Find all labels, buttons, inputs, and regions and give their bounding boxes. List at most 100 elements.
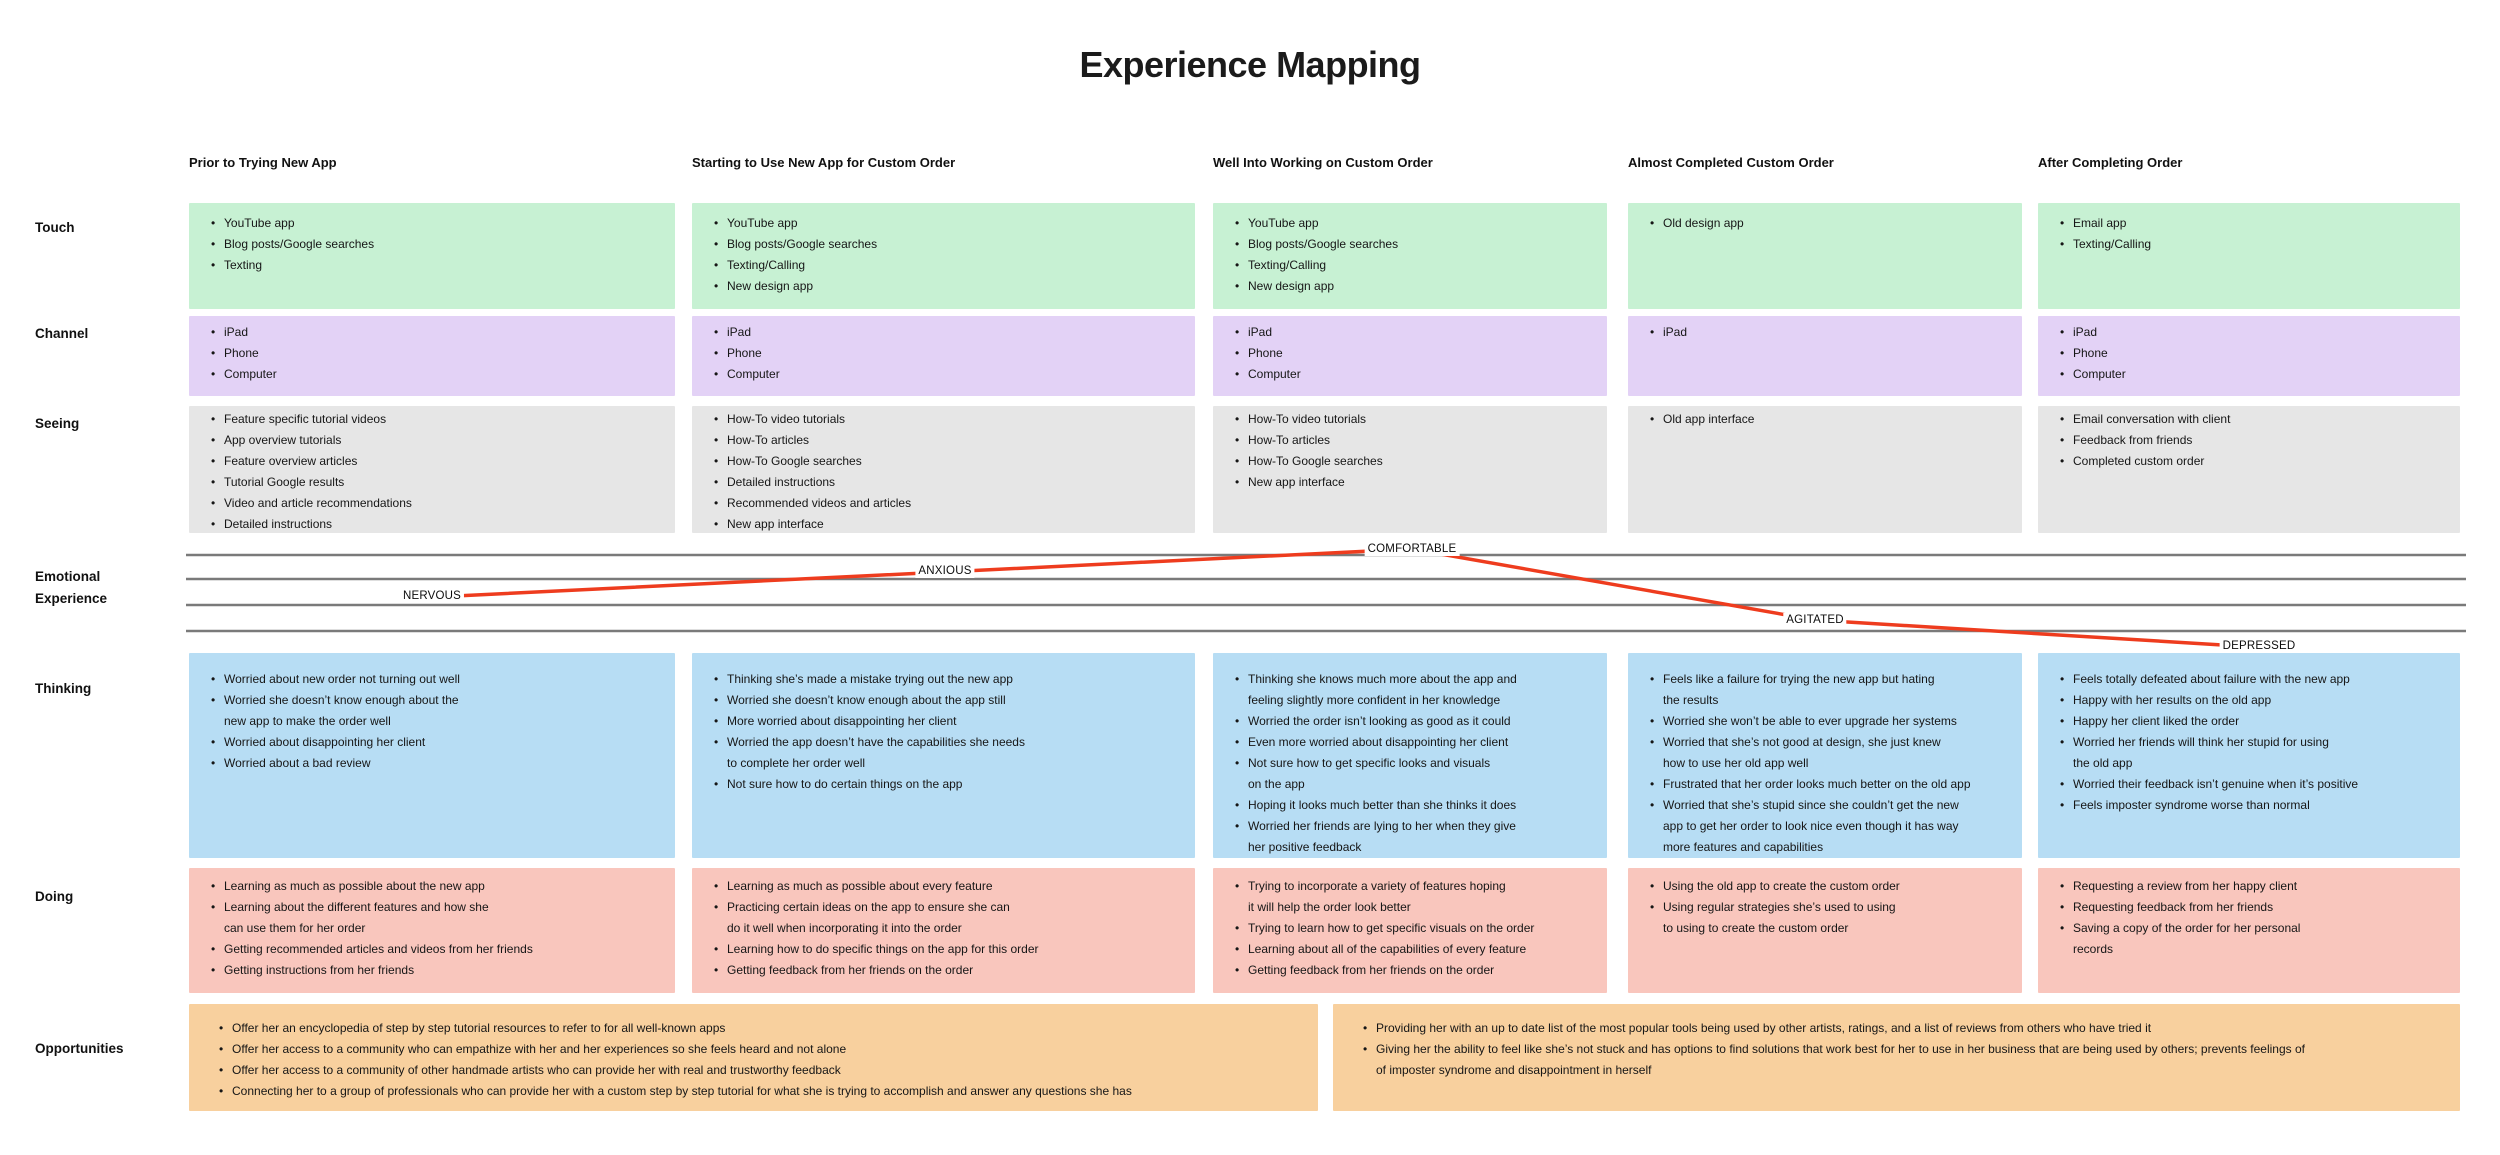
thinking-col5-item: Happy her client liked the order bbox=[2058, 711, 2452, 732]
channel-col5-item: Computer bbox=[2058, 364, 2452, 385]
touch-col1-item: Blog posts/Google searches bbox=[209, 234, 667, 255]
channel-col1-item: Computer bbox=[209, 364, 667, 385]
doing-box-col3: Trying to incorporate a variety of featu… bbox=[1213, 868, 1607, 993]
seeing-col2-item: New app interface bbox=[712, 514, 1187, 535]
touch-box-col2: YouTube appBlog posts/Google searchesTex… bbox=[692, 203, 1195, 309]
touch-col2-list: YouTube appBlog posts/Google searchesTex… bbox=[712, 213, 1187, 297]
seeing-col1-item: Feature specific tutorial videos bbox=[209, 409, 667, 430]
seeing-box-col4: Old app interface bbox=[1628, 406, 2022, 533]
channel-col1-item: Phone bbox=[209, 343, 667, 364]
doing-col5-item: Requesting a review from her happy clien… bbox=[2058, 876, 2452, 897]
thinking-col4-item: Frustrated that her order looks much bet… bbox=[1648, 774, 2014, 795]
thinking-col3-item: Even more worried about disappointing he… bbox=[1233, 732, 1599, 753]
emotion-line bbox=[434, 547, 2256, 649]
seeing-col1-list: Feature specific tutorial videosApp over… bbox=[209, 409, 667, 535]
doing-col1-item: Getting recommended articles and videos … bbox=[209, 939, 667, 960]
touch-col5-item: Texting/Calling bbox=[2058, 234, 2452, 255]
column-header-2: Starting to Use New App for Custom Order bbox=[692, 155, 956, 170]
thinking-col3-item: Thinking she knows much more about the a… bbox=[1233, 669, 1599, 711]
seeing-col3-item: How-To video tutorials bbox=[1233, 409, 1599, 430]
page-title: Experience Mapping bbox=[1079, 44, 1421, 85]
opportunities-left-list: Offer her an encyclopedia of step by ste… bbox=[217, 1018, 1308, 1102]
touch-col2-item: Blog posts/Google searches bbox=[712, 234, 1187, 255]
channel-col5-item: iPad bbox=[2058, 322, 2452, 343]
channel-box-col3: iPadPhoneComputer bbox=[1213, 316, 1607, 396]
seeing-col1-item: Feature overview articles bbox=[209, 451, 667, 472]
doing-col4-item: Using the old app to create the custom o… bbox=[1648, 876, 2014, 897]
seeing-col3-list: How-To video tutorialsHow-To articlesHow… bbox=[1233, 409, 1599, 493]
thinking-box-col5: Feels totally defeated about failure wit… bbox=[2038, 653, 2460, 858]
seeing-col5-item: Feedback from friends bbox=[2058, 430, 2452, 451]
thinking-col3-item: Hoping it looks much better than she thi… bbox=[1233, 795, 1599, 816]
seeing-box-col3: How-To video tutorialsHow-To articlesHow… bbox=[1213, 406, 1607, 533]
thinking-col5-item: Feels imposter syndrome worse than norma… bbox=[2058, 795, 2452, 816]
seeing-col2-item: How-To articles bbox=[712, 430, 1187, 451]
thinking-col2-list: Thinking she’s made a mistake trying out… bbox=[712, 669, 1187, 795]
seeing-col2-item: How-To Google searches bbox=[712, 451, 1187, 472]
thinking-col1-item: Worried about a bad review bbox=[209, 753, 667, 774]
thinking-box-col2: Thinking she’s made a mistake trying out… bbox=[692, 653, 1195, 858]
column-header-1: Prior to Trying New App bbox=[189, 155, 337, 170]
thinking-col3-item: Worried her friends are lying to her whe… bbox=[1233, 816, 1599, 858]
touch-col1-item: YouTube app bbox=[209, 213, 667, 234]
emotion-label-comfortable: COMFORTABLE bbox=[1364, 542, 1460, 556]
doing-box-col1: Learning as much as possible about the n… bbox=[189, 868, 675, 993]
seeing-col3-item: New app interface bbox=[1233, 472, 1599, 493]
thinking-col4-item: Worried that she’s not good at design, s… bbox=[1648, 732, 2014, 774]
doing-col1-item: Learning about the different features an… bbox=[209, 897, 667, 939]
opportunities-right-item: Giving her the ability to feel like she’… bbox=[1361, 1039, 2450, 1081]
row-label-emotional: Emotional Experience bbox=[35, 569, 108, 606]
channel-box-col2: iPadPhoneComputer bbox=[692, 316, 1195, 396]
thinking-col2-item: Thinking she’s made a mistake trying out… bbox=[712, 669, 1187, 690]
row-label-channel: Channel bbox=[35, 326, 89, 341]
thinking-box-col4: Feels like a failure for trying the new … bbox=[1628, 653, 2022, 858]
opportunities-box-left: Offer her an encyclopedia of step by ste… bbox=[189, 1004, 1318, 1111]
row-label-touch: Touch bbox=[35, 220, 75, 235]
channel-col5-list: iPadPhoneComputer bbox=[2058, 322, 2452, 385]
touch-col3-item: YouTube app bbox=[1233, 213, 1599, 234]
thinking-box-col3: Thinking she knows much more about the a… bbox=[1213, 653, 1607, 858]
touch-col3-item: New design app bbox=[1233, 276, 1599, 297]
doing-col4-item: Using regular strategies she’s used to u… bbox=[1648, 897, 2014, 939]
thinking-col5-item: Worried their feedback isn’t genuine whe… bbox=[2058, 774, 2452, 795]
seeing-col2-item: Recommended videos and articles bbox=[712, 493, 1187, 514]
thinking-col4-list: Feels like a failure for trying the new … bbox=[1648, 669, 2014, 858]
thinking-col2-item: Not sure how to do certain things on the… bbox=[712, 774, 1187, 795]
touch-col2-item: New design app bbox=[712, 276, 1187, 297]
doing-col1-item: Getting instructions from her friends bbox=[209, 960, 667, 981]
column-header-3: Well Into Working on Custom Order bbox=[1213, 155, 1433, 170]
doing-col3-list: Trying to incorporate a variety of featu… bbox=[1233, 876, 1599, 981]
thinking-col4-item: Worried she won’t be able to ever upgrad… bbox=[1648, 711, 2014, 732]
doing-col3-item: Trying to learn how to get specific visu… bbox=[1233, 918, 1599, 939]
touch-col3-list: YouTube appBlog posts/Google searchesTex… bbox=[1233, 213, 1599, 297]
thinking-col3-item: Worried the order isn’t looking as good … bbox=[1233, 711, 1599, 732]
channel-box-col4: iPad bbox=[1628, 316, 2022, 396]
doing-col5-item: Requesting feedback from her friends bbox=[2058, 897, 2452, 918]
touch-col2-item: Texting/Calling bbox=[712, 255, 1187, 276]
touch-col5-list: Email appTexting/Calling bbox=[2058, 213, 2452, 255]
touch-col3-item: Blog posts/Google searches bbox=[1233, 234, 1599, 255]
seeing-col2-item: How-To video tutorials bbox=[712, 409, 1187, 430]
channel-col1-list: iPadPhoneComputer bbox=[209, 322, 667, 385]
thinking-col3-list: Thinking she knows much more about the a… bbox=[1233, 669, 1599, 858]
doing-col5-list: Requesting a review from her happy clien… bbox=[2058, 876, 2452, 960]
touch-col1-list: YouTube appBlog posts/Google searchesTex… bbox=[209, 213, 667, 276]
touch-col4-list: Old design app bbox=[1648, 213, 2014, 234]
row-label-opportunities: Opportunities bbox=[35, 1041, 124, 1056]
doing-col3-item: Learning about all of the capabilities o… bbox=[1233, 939, 1599, 960]
seeing-col5-list: Email conversation with clientFeedback f… bbox=[2058, 409, 2452, 472]
doing-box-col5: Requesting a review from her happy clien… bbox=[2038, 868, 2460, 993]
channel-box-col1: iPadPhoneComputer bbox=[189, 316, 675, 396]
column-header-5: After Completing Order bbox=[2038, 155, 2183, 170]
thinking-col2-item: More worried about disappointing her cli… bbox=[712, 711, 1187, 732]
doing-col3-item: Getting feedback from her friends on the… bbox=[1233, 960, 1599, 981]
opportunities-left-item: Offer her access to a community of other… bbox=[217, 1060, 1308, 1081]
thinking-col1-item: Worried she doesn’t know enough about th… bbox=[209, 690, 667, 732]
touch-box-col3: YouTube appBlog posts/Google searchesTex… bbox=[1213, 203, 1607, 309]
channel-col2-item: Phone bbox=[712, 343, 1187, 364]
seeing-box-col2: How-To video tutorialsHow-To articlesHow… bbox=[692, 406, 1195, 535]
doing-col1-list: Learning as much as possible about the n… bbox=[209, 876, 667, 981]
touch-col3-item: Texting/Calling bbox=[1233, 255, 1599, 276]
opportunities-left-item: Offer her access to a community who can … bbox=[217, 1039, 1308, 1060]
